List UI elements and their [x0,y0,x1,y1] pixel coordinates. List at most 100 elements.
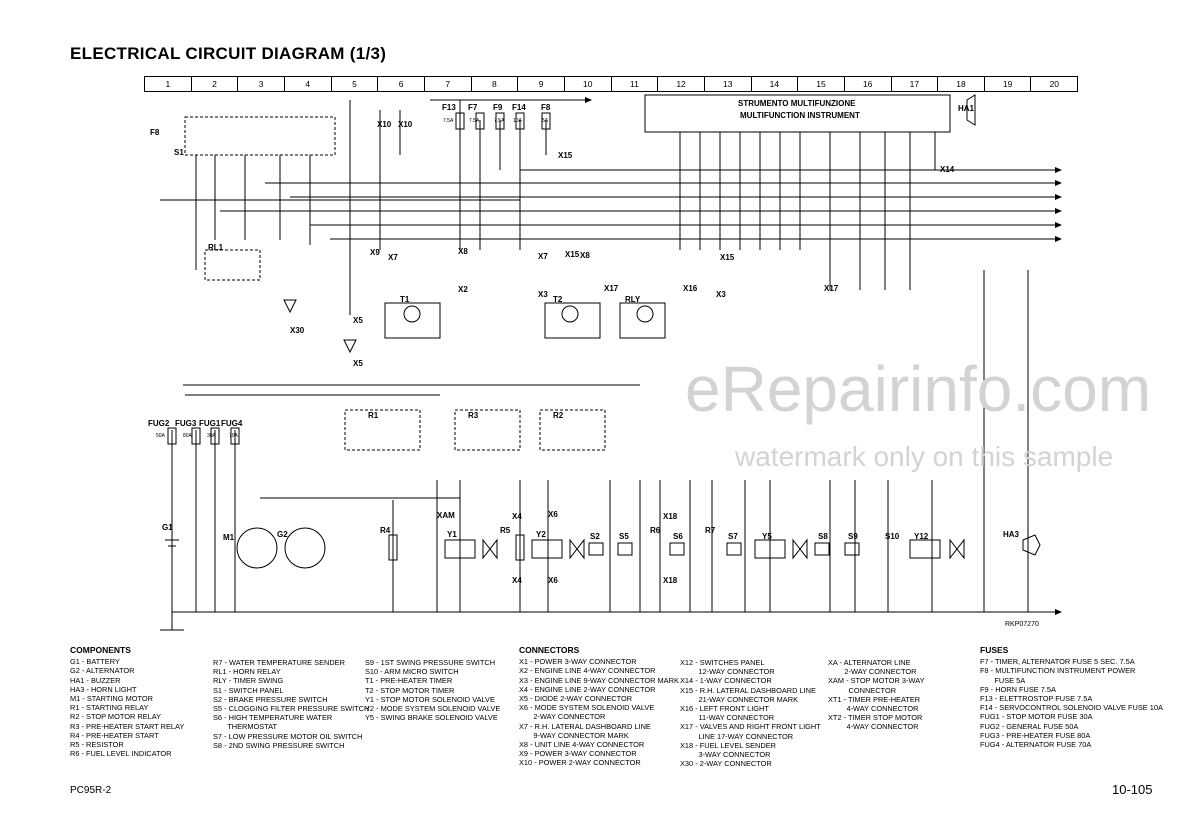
legend-item: F7 - TIMER, ALTERNATOR FUSE 5 SEC. 7.5A [980,657,1135,667]
grid-column-17: 17 [892,77,939,91]
legend-item: XAM - STOP MOTOR 3-WAY [828,676,925,686]
legend-item: S1 - SWITCH PANEL [213,685,284,695]
connector-label: X4 [512,512,522,521]
legend-item: LINE 17-WAY CONNECTOR [680,731,794,741]
legend-item: CONNECTOR [828,685,897,695]
grid-column-10: 10 [565,77,612,91]
component-g1-label: G1 [162,523,173,532]
connector-label: S1 [174,148,184,157]
timer-rly-label: RLY [625,295,641,304]
legend-item: 9-WAY CONNECTOR MARK [519,730,629,740]
legend-item: S2 - BRAKE PRESSURE SWITCH [213,694,328,704]
grid-column-7: 7 [425,77,472,91]
component-s2-label: S2 [590,532,600,541]
legend-item: R7 - WATER TEMPERATURE SENDER [213,658,345,667]
legend-item: 4-WAY CONNECTOR [828,704,919,714]
legend-item: FUG2 - GENERAL FUSE 50A [980,721,1079,731]
legend-item: X2 - ENGINE LINE 4-WAY CONNECTOR [519,666,656,676]
main-fuse-fug3-label: FUG3 [175,419,197,428]
legend-item: 4-WAY CONNECTOR [828,722,919,732]
grid-column-13: 13 [705,77,752,91]
grid-column-20: 20 [1049,79,1060,89]
grid-column-5: 5 [332,77,379,91]
circuit-diagram: STRUMENTO MULTIFUNZIONE MULTIFUNCTION IN… [148,94,1062,631]
legend-item: X17 - VALVES AND RIGHT FRONT LIGHT [680,722,821,732]
legend-item: X18 - FUEL LEVEL SENDER [680,740,776,750]
legend-item: G1 - BATTERY [70,657,120,667]
legend-item: 2-WAY CONNECTOR [828,667,917,677]
grid-column-6: 6 [378,77,425,91]
grid-column-14: 14 [752,77,799,91]
connector-label: X18 [663,512,678,521]
legend-item: Y5 - SWING BRAKE SOLENOID VALVE [365,713,498,723]
legend-item: HA3 - HORN LIGHT [70,684,137,694]
fuse-rating: 10A [513,118,523,124]
relay-r2-label: R2 [553,411,564,420]
component-s5-label: S5 [619,532,629,541]
legend-item: R5 - RESISTOR [70,740,124,750]
legend-item: X16 - LEFT FRONT LIGHT [680,704,769,714]
legend-item: RLY - TIMER SWING [213,676,284,686]
legend-item: T1 - PRE-HEATER TIMER [365,676,453,686]
connector-label: X7 [388,253,398,262]
grid-column-19: 19 [985,77,1032,91]
legend-item: HA1 - BUZZER [70,675,121,685]
legend-item: S9 - 1ST SWING PRESSURE SWITCH [365,658,496,667]
component-s10-label: S10 [885,532,900,541]
fuse-rating: 5A [542,118,549,124]
grid-column-9: 9 [518,77,565,91]
diagram-ref-code: RKP07270 [1005,621,1039,628]
legend-item: FUG1 - STOP MOTOR FUSE 30A [980,712,1093,722]
connector-label: X15 [720,253,735,262]
legend-item: X3 - ENGINE LINE 9-WAY CONNECTOR MARK [519,675,679,685]
legend-item: R1 - STARTING RELAY [70,703,149,713]
legend-item: F8 - MULTIFUNCTION INSTRUMENT POWER [980,666,1136,676]
connector-label: X15 [558,151,573,160]
connector-label: X18 [663,576,678,585]
legend-item: X8 - UNIT LINE 4-WAY CONNECTOR [519,740,645,750]
fuse-rating: 7.5A [494,118,505,124]
relay-r3-label: R3 [468,411,479,420]
fuse-f14-label: F14 [512,103,526,112]
legend-item: RL1 - HORN RELAY [213,667,281,677]
connector-label: X30 [290,326,305,335]
fuse-f13-label: F13 [442,103,456,112]
component-g2-label: G2 [277,530,288,539]
legend-item: X7 - R.H. LATERAL DASHBOARD LINE [519,721,651,731]
page-number: 10-105 [1112,782,1153,797]
main-fuse-rating: 80A [183,433,193,439]
legend-item: X14 - 1-WAY CONNECTOR [680,676,772,686]
component-s7-label: S7 [728,532,738,541]
component-s8-label: S8 [818,532,828,541]
connector-label: X9 [370,248,380,257]
legend-item: S7 - LOW PRESSURE MOTOR OIL SWITCH [213,731,363,741]
legend-item: X6 - MODE SYSTEM SOLENOID VALVE [519,703,655,713]
connector-label: X4 [512,576,522,585]
connectors-heading: CONNECTORS [519,645,580,655]
connector-label: F8 [150,128,160,137]
connector-label: X8 [580,251,590,260]
connector-label: X10 [398,120,413,129]
main-fuse-fug4-label: FUG4 [221,419,243,428]
component-m1-label: M1 [223,533,235,542]
connector-label: X16 [683,284,698,293]
legend-item: FUG4 - ALTERNATOR FUSE 70A [980,740,1092,750]
legend-item: FUG3 - PRE-HEATER FUSE 80A [980,730,1091,740]
component-r4-label: R4 [380,526,391,535]
legend-item: G2 - ALTERNATOR [70,666,135,676]
grid-column-3: 3 [238,77,285,91]
legend-item: 21-WAY CONNECTOR MARK [680,694,798,704]
grid-column-8: 8 [472,77,519,91]
legend-item: R4 - PRE-HEATER START [70,730,159,740]
connector-label: X7 [538,252,548,261]
main-fuse-rating: 50A [156,433,166,439]
fuse-rating: 7.5A [469,118,480,124]
connector-label: X3 [538,290,548,299]
grid-column-12: 12 [658,77,705,91]
component-ha3-label: HA3 [1003,530,1020,539]
legend-item: Y1 - STOP MOTOR SOLENOID VALVE [365,694,495,704]
multifunction-instrument-box [644,94,951,133]
